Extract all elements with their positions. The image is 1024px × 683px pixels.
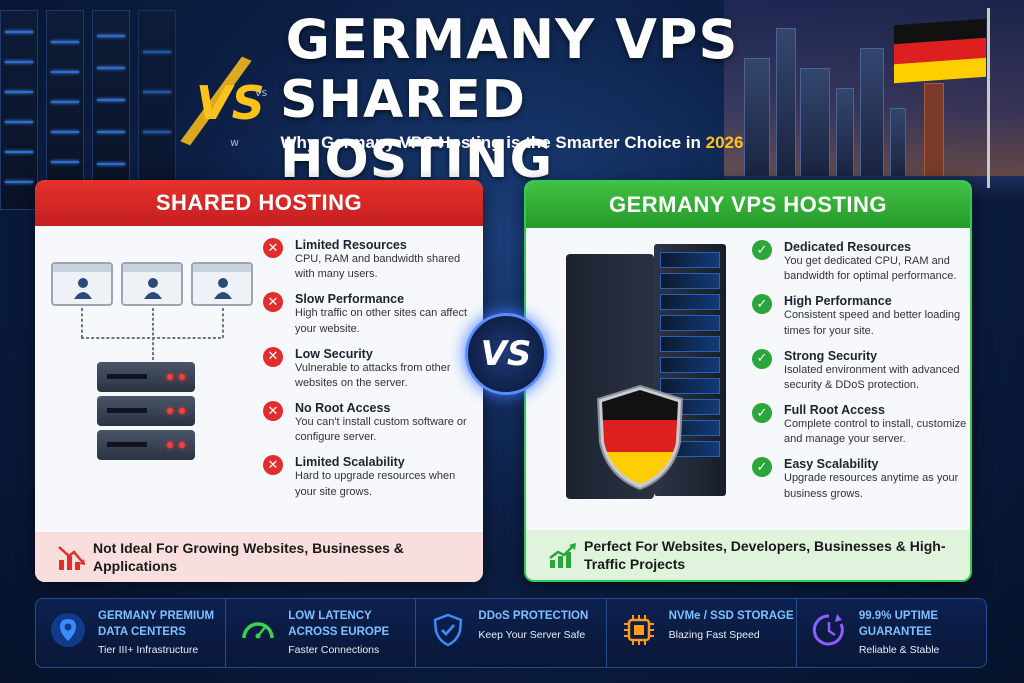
server-racks-illustration xyxy=(0,0,200,220)
subtitle-text: Why Germany VPS Hosting is the Smarter C… xyxy=(280,133,701,152)
subtitle-mark: w xyxy=(230,136,239,149)
bottom-item-uptime: 99.9% UPTIME GUARANTEE Reliable & Stable xyxy=(797,599,986,667)
shared-features-list: ✕ Limited Resources CPU, RAM and bandwid… xyxy=(263,238,478,510)
list-item: ✕ No Root Access You can't install custo… xyxy=(263,401,478,445)
vps-hosting-panel: GERMANY VPS HOSTING ✓ Dedicated Resource… xyxy=(524,180,972,582)
shared-footer-text: Not Ideal For Growing Websites, Business… xyxy=(93,539,404,574)
location-pin-icon xyxy=(51,613,85,647)
shared-footer: Not Ideal For Growing Websites, Business… xyxy=(35,532,483,582)
frankfurt-skyline-illustration xyxy=(724,0,1024,200)
title-vs: VS xyxy=(196,76,265,130)
list-item: ✓ High Performance Consistent speed and … xyxy=(752,294,970,338)
shared-server-icon xyxy=(97,362,195,464)
list-item: ✕ Slow Performance High traffic on other… xyxy=(263,292,478,336)
shield-check-icon xyxy=(434,613,463,647)
x-icon: ✕ xyxy=(263,292,283,313)
x-icon: ✕ xyxy=(263,346,283,367)
vps-footer: Perfect For Websites, Developers, Busine… xyxy=(526,530,970,580)
user-window-icon xyxy=(121,262,183,306)
bottom-item-latency: LOW LATENCY ACROSS EUROPE Faster Connect… xyxy=(226,599,417,667)
list-item: ✓ Strong Security Isolated environment w… xyxy=(752,348,970,393)
check-icon: ✓ xyxy=(752,240,772,260)
trend-down-icon xyxy=(58,546,85,570)
check-icon: ✓ xyxy=(752,348,772,369)
title-vs-small: vs xyxy=(255,86,268,99)
flagpole xyxy=(987,8,990,188)
user-window-icon xyxy=(191,262,253,306)
x-icon: ✕ xyxy=(263,238,283,258)
germany-shield-icon xyxy=(596,384,684,490)
vps-server-tower-icon xyxy=(566,244,726,499)
trend-up-icon xyxy=(549,543,576,568)
list-item: ✕ Limited Scalability Hard to upgrade re… xyxy=(263,455,478,499)
bottom-feature-bar: GERMANY PREMIUM DATA CENTERS Tier III+ I… xyxy=(35,598,987,668)
title-line-2: SHARED HOSTING xyxy=(280,70,554,190)
vps-footer-text: Perfect For Websites, Developers, Busine… xyxy=(584,537,946,572)
title-line-1: GERMANY VPS xyxy=(285,8,739,71)
x-icon: ✕ xyxy=(263,455,283,476)
list-item: ✓ Easy Scalability Upgrade resources any… xyxy=(752,457,970,501)
list-item: ✓ Dedicated Resources You get dedicated … xyxy=(752,240,970,284)
vs-badge: VS xyxy=(465,313,547,395)
clock-icon xyxy=(812,614,844,646)
user-window-icon xyxy=(51,262,113,306)
subtitle: Why Germany VPS Hosting is the Smarter C… xyxy=(0,133,1024,153)
shared-hosting-heading: SHARED HOSTING xyxy=(35,180,483,226)
vps-hosting-heading: GERMANY VPS HOSTING xyxy=(526,182,970,228)
vps-features-list: ✓ Dedicated Resources You get dedicated … xyxy=(752,240,970,512)
speedometer-icon xyxy=(242,622,274,639)
check-icon: ✓ xyxy=(752,403,772,424)
bottom-item-data-centers: GERMANY PREMIUM DATA CENTERS Tier III+ I… xyxy=(36,599,227,667)
shared-hosting-panel: SHARED HOSTING ✕ Limited Resources CPU, … xyxy=(35,180,483,582)
check-icon: ✓ xyxy=(752,457,772,478)
list-item: ✓ Full Root Access Complete control to i… xyxy=(752,403,970,447)
x-icon: ✕ xyxy=(263,401,283,422)
bottom-item-storage: NVMe / SSD STORAGE Blazing Fast Speed xyxy=(607,599,797,667)
list-item: ✕ Low Security Vulnerable to attacks fro… xyxy=(263,346,478,391)
subtitle-year: 2026 xyxy=(705,133,744,152)
list-item: ✕ Limited Resources CPU, RAM and bandwid… xyxy=(263,238,478,282)
bottom-item-ddos: DDoS PROTECTION Keep Your Server Safe xyxy=(416,599,607,667)
chip-icon xyxy=(623,615,654,645)
check-icon: ✓ xyxy=(752,294,772,315)
